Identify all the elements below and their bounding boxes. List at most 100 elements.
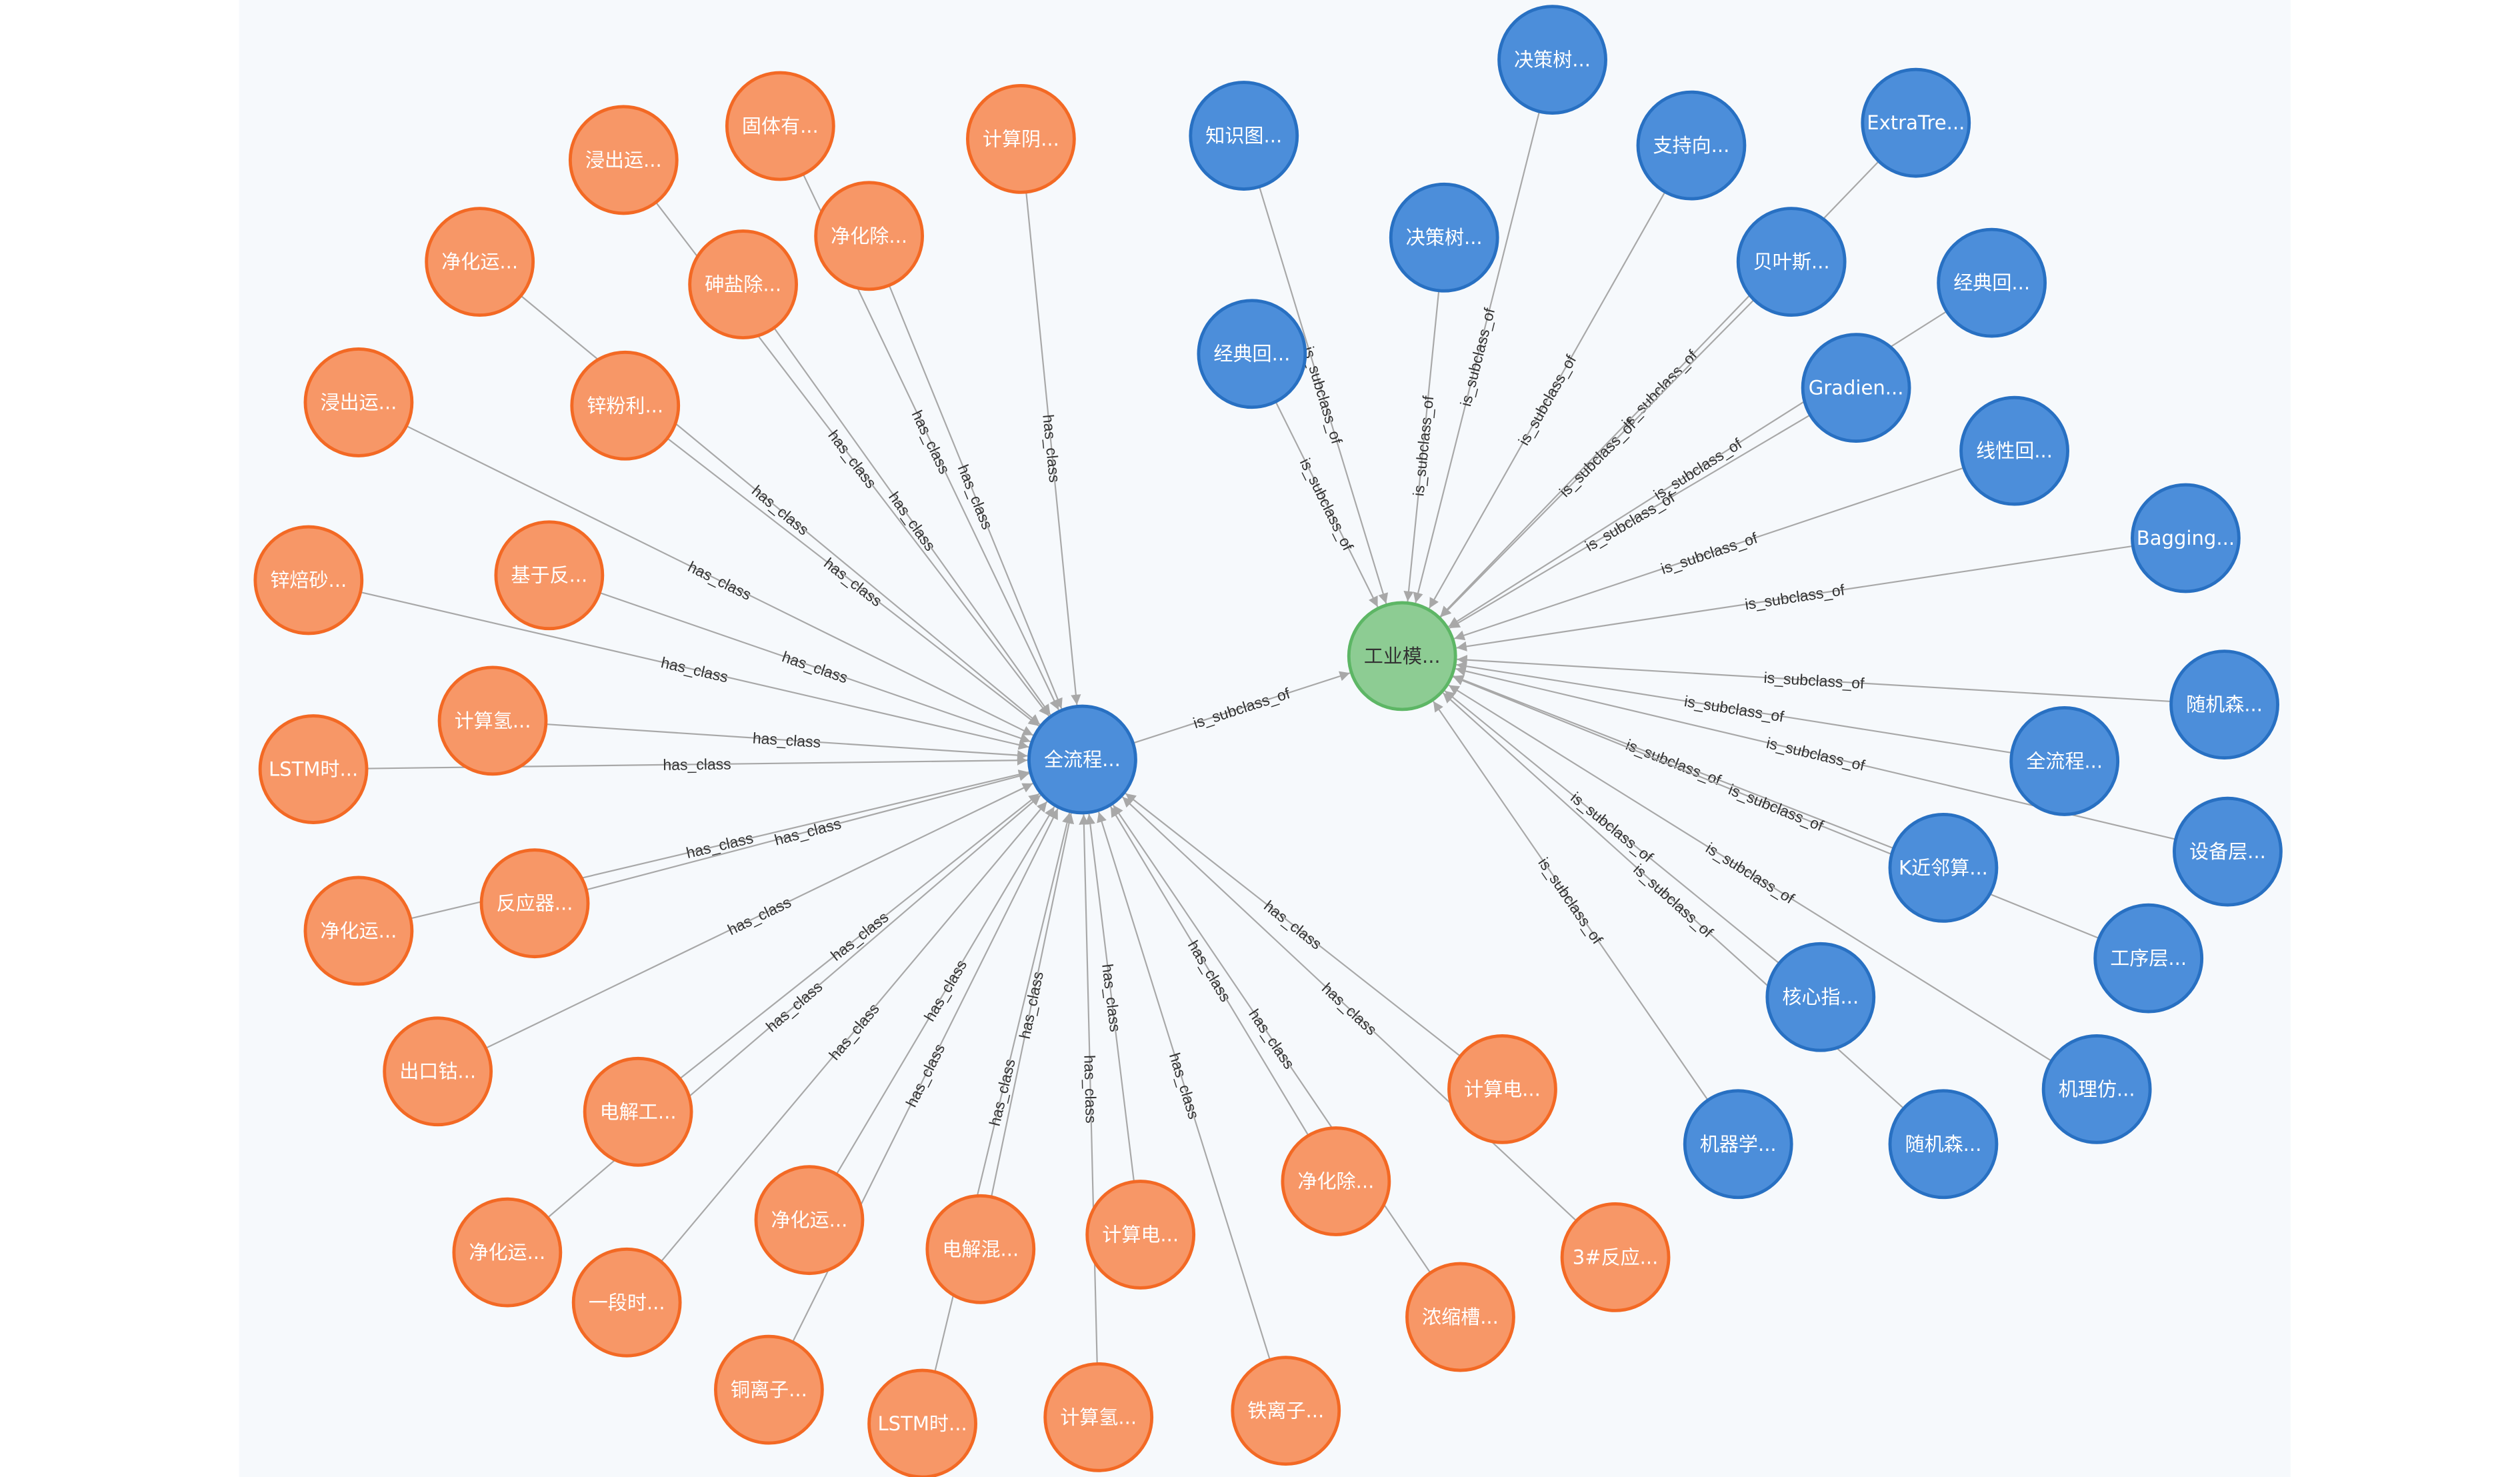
class-node[interactable]: 反应器... xyxy=(479,848,590,959)
hub-node-full-process-circle[interactable] xyxy=(1027,704,1137,815)
has-class-edge-line[interactable] xyxy=(773,327,1051,715)
model-node-circle[interactable] xyxy=(2009,706,2120,816)
has-class-edge-line[interactable] xyxy=(1025,191,1081,705)
model-node[interactable]: 随机森... xyxy=(2169,649,2279,760)
is-subclass-edge-line[interactable] xyxy=(1444,690,1780,964)
model-node[interactable]: K近邻算... xyxy=(1888,812,1999,923)
model-node-circle[interactable] xyxy=(1497,5,1607,115)
model-node[interactable]: 机器学... xyxy=(1683,1089,1793,1200)
class-node[interactable]: LSTM时... xyxy=(867,1368,977,1477)
class-node-circle[interactable] xyxy=(867,1368,977,1477)
is-subclass-edge-line[interactable] xyxy=(1428,191,1666,609)
model-node-circle[interactable] xyxy=(1959,395,2069,506)
is-subclass-edge-line[interactable] xyxy=(1449,414,1811,629)
class-node[interactable]: 计算阴... xyxy=(965,84,1076,194)
class-node-circle[interactable] xyxy=(1560,1202,1671,1312)
class-node-circle[interactable] xyxy=(258,714,369,824)
class-node-circle[interactable] xyxy=(437,665,548,776)
class-node[interactable]: 电解混... xyxy=(925,1194,1036,1304)
is-subclass-edge-line[interactable] xyxy=(1440,299,1755,618)
model-node[interactable]: 经典回... xyxy=(1937,227,2047,338)
model-node[interactable]: 贝叶斯... xyxy=(1736,207,1847,317)
is-subclass-edge-line[interactable] xyxy=(1456,661,2012,754)
class-node[interactable]: LSTM时... xyxy=(258,714,369,824)
has-class-edge-line[interactable] xyxy=(406,425,1034,736)
class-node-circle[interactable] xyxy=(568,105,679,215)
model-node[interactable]: 机理仿... xyxy=(2041,1034,2152,1144)
model-node-circle[interactable] xyxy=(1736,207,1847,317)
has-class-edge-line[interactable] xyxy=(599,591,1031,744)
class-node-circle[interactable] xyxy=(688,229,798,339)
model-node[interactable]: 工序层... xyxy=(2093,903,2204,1014)
class-node[interactable]: 一段时... xyxy=(571,1247,682,1358)
model-node[interactable]: 经典回... xyxy=(1197,299,1307,409)
is-subclass-edge-line[interactable] xyxy=(1453,675,1894,850)
is-subclass-edge-line[interactable] xyxy=(1403,290,1440,602)
is-subclass-edge-line[interactable] xyxy=(1259,186,1389,604)
root-node-industrial-model[interactable]: 工业模... xyxy=(1347,601,1457,711)
is-subclass-edge-line[interactable] xyxy=(1448,684,2052,1062)
model-node-circle[interactable] xyxy=(1389,182,1499,293)
class-node-circle[interactable] xyxy=(1043,1362,1154,1472)
has-class-edge-line[interactable] xyxy=(679,793,1040,1080)
root-node-industrial-model-circle[interactable] xyxy=(1347,601,1457,711)
class-node[interactable]: 锌粉利... xyxy=(570,350,681,461)
class-node-circle[interactable] xyxy=(925,1194,1036,1304)
class-node[interactable]: 铁离子... xyxy=(1231,1356,1341,1466)
model-node[interactable]: 知识图... xyxy=(1189,81,1299,191)
class-node-circle[interactable] xyxy=(303,876,414,986)
class-node-circle[interactable] xyxy=(303,347,414,457)
model-node[interactable]: 决策树... xyxy=(1497,5,1607,115)
has-class-edge-line[interactable] xyxy=(1079,814,1098,1364)
model-node-circle[interactable] xyxy=(1765,942,1876,1052)
has-class-edge-line[interactable] xyxy=(1109,806,1309,1136)
is-subclass-edge-line[interactable] xyxy=(1453,467,1965,641)
class-node[interactable]: 净化运... xyxy=(754,1165,865,1276)
class-node-circle[interactable] xyxy=(425,207,535,317)
class-node[interactable]: 基于反... xyxy=(494,520,605,631)
class-node[interactable]: 锌焙砂... xyxy=(253,525,364,635)
class-node[interactable]: 浸出运... xyxy=(303,347,414,457)
is-subclass-edge-line[interactable] xyxy=(1275,401,1379,607)
is-subclass-edge-line[interactable] xyxy=(1453,675,2099,940)
class-node-circle[interactable] xyxy=(965,84,1076,194)
class-node-circle[interactable] xyxy=(494,520,605,631)
has-class-edge-line[interactable] xyxy=(1125,793,1461,1057)
class-node[interactable]: 净化除... xyxy=(1281,1126,1391,1236)
class-node[interactable]: 电解工... xyxy=(583,1056,693,1167)
class-node-circle[interactable] xyxy=(1405,1262,1515,1372)
model-node[interactable]: 决策树... xyxy=(1389,182,1499,293)
model-node-circle[interactable] xyxy=(2169,649,2279,760)
class-node-circle[interactable] xyxy=(253,525,364,635)
model-node-circle[interactable] xyxy=(1861,67,1971,178)
class-node-circle[interactable] xyxy=(1281,1126,1391,1236)
has-class-edge-line[interactable] xyxy=(660,801,1048,1262)
is-subclass-edge-line[interactable] xyxy=(1456,545,2133,651)
class-node[interactable]: 铜离子... xyxy=(713,1334,824,1445)
model-node-circle[interactable] xyxy=(2173,796,2283,907)
class-node[interactable]: 净化运... xyxy=(452,1197,563,1308)
has-class-edge-line[interactable] xyxy=(586,771,1030,891)
has-class-edge-line[interactable] xyxy=(545,723,1028,761)
class-node[interactable]: 3#反应... xyxy=(1560,1202,1671,1312)
model-node[interactable]: 核心指... xyxy=(1765,942,1876,1052)
model-node[interactable]: ExtraTre... xyxy=(1861,67,1971,178)
model-node-circle[interactable] xyxy=(2041,1034,2152,1144)
class-node[interactable]: 固体有... xyxy=(725,71,835,181)
model-node-circle[interactable] xyxy=(1888,1089,1999,1200)
class-node[interactable]: 浸出运... xyxy=(568,105,679,215)
class-node[interactable]: 计算氢... xyxy=(437,665,548,776)
class-node[interactable]: 计算氢... xyxy=(1043,1362,1154,1472)
class-node[interactable]: 计算电... xyxy=(1085,1180,1196,1290)
has-class-edge-line[interactable] xyxy=(1085,814,1135,1182)
has-class-edge-line[interactable] xyxy=(991,813,1075,1198)
has-class-edge-line[interactable] xyxy=(1121,796,1577,1222)
has-class-edge-line[interactable] xyxy=(888,285,1063,709)
class-node-circle[interactable] xyxy=(1231,1356,1341,1466)
model-node[interactable]: 线性回... xyxy=(1959,395,2069,506)
class-node-circle[interactable] xyxy=(452,1197,563,1308)
class-node[interactable]: 出口钴... xyxy=(383,1016,493,1127)
class-node-circle[interactable] xyxy=(754,1165,865,1276)
has-class-edge-line[interactable] xyxy=(835,806,1055,1175)
